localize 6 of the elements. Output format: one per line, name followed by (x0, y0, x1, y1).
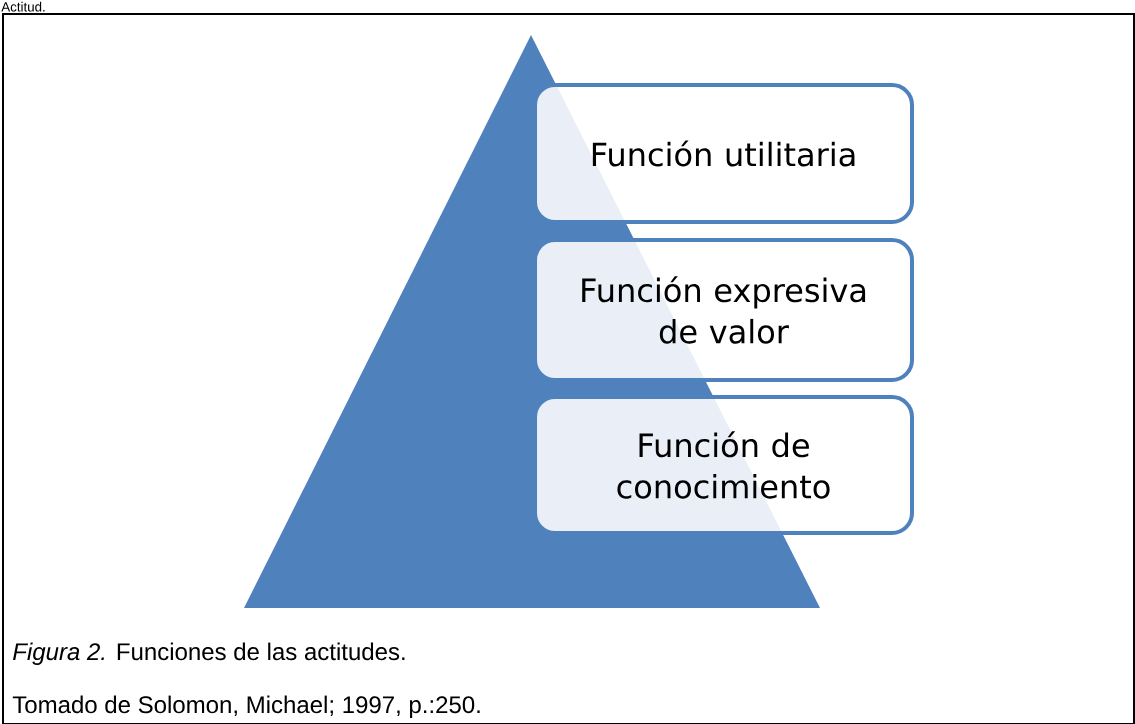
text-box: Función expresiva de valor (533, 238, 914, 382)
figure-caption: Figura 2. Funciones de las actitudes. (13, 642, 405, 665)
text-box: Función de conocimiento (533, 395, 914, 535)
text-box: Función utilitaria (533, 83, 914, 224)
source-note: Tomado de Solomon, Michael; 1997, p.:250. (12, 695, 480, 718)
heading-text: Actitud. (1, 1, 45, 12)
